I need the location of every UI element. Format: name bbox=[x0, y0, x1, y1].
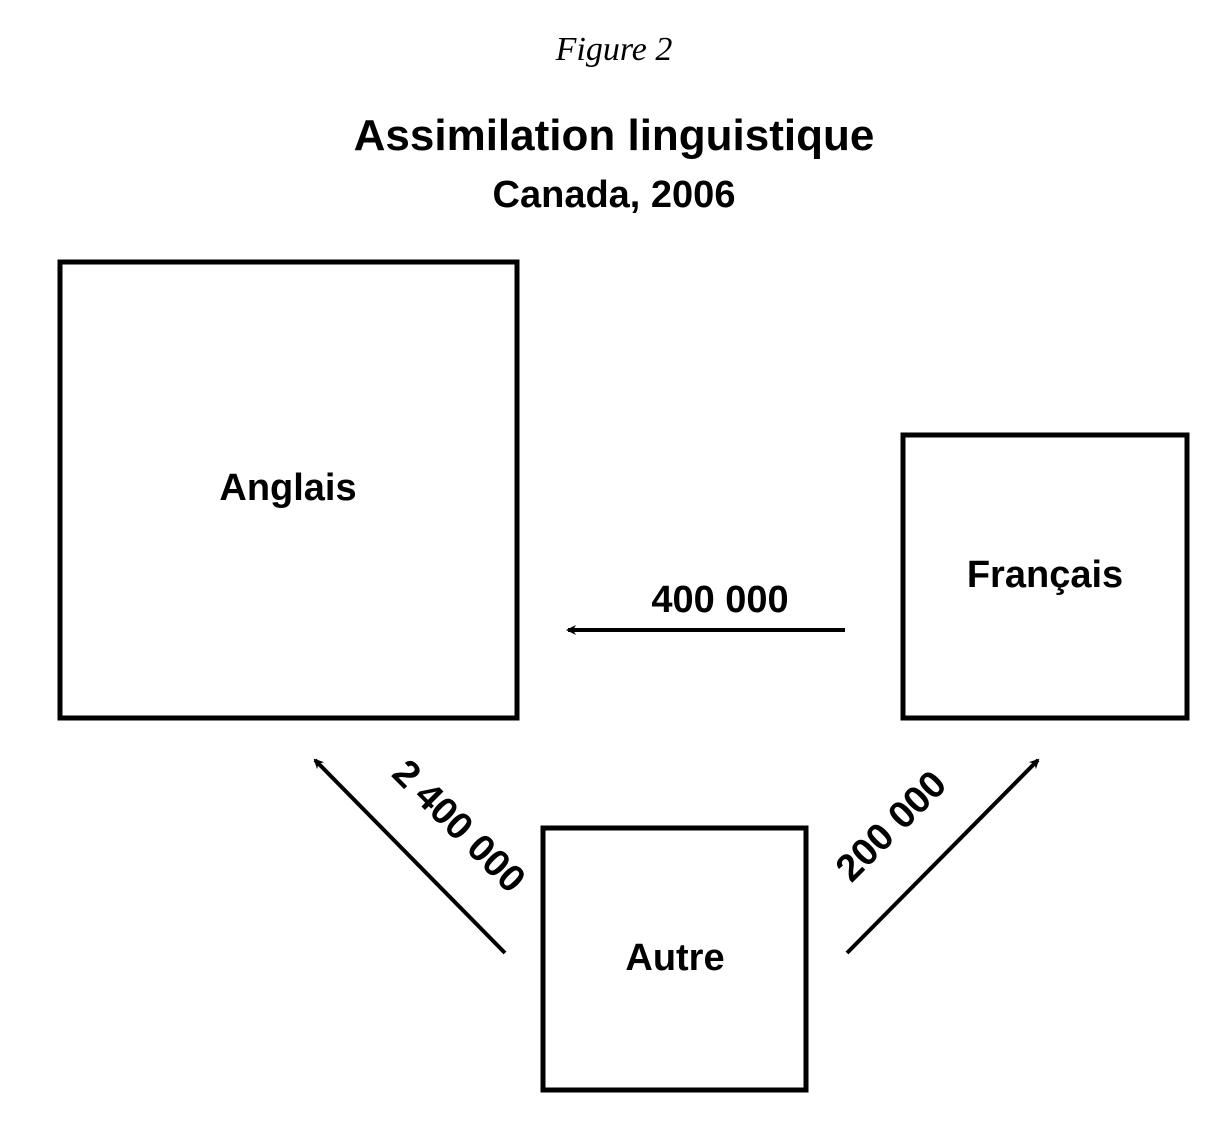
diagram-title: Assimilation linguistique bbox=[354, 111, 875, 160]
arrow-up-right-icon bbox=[845, 758, 1040, 955]
figure-label: Figure 2 bbox=[555, 31, 673, 68]
flow-label-200000: 200 000 bbox=[828, 763, 955, 890]
node-anglais: Anglais bbox=[57, 259, 520, 721]
node-autre: Autre bbox=[540, 825, 809, 1093]
node-francais: Français bbox=[900, 432, 1190, 721]
diagram-subtitle: Canada, 2006 bbox=[493, 174, 736, 216]
anglais-box bbox=[57, 259, 520, 721]
flow-francais-to-anglais: 400 000 bbox=[566, 579, 845, 635]
autre-box bbox=[540, 825, 809, 1093]
flow-autre-to-francais: 200 000 bbox=[828, 758, 1040, 955]
francais-label: Français bbox=[967, 554, 1123, 596]
anglais-label: Anglais bbox=[219, 467, 356, 509]
autre-label: Autre bbox=[625, 937, 724, 979]
arrow-up-left-icon bbox=[313, 758, 507, 955]
flow-autre-to-anglais: 2 400 000 bbox=[313, 752, 533, 955]
flow-label-2400000: 2 400 000 bbox=[384, 752, 533, 901]
francais-box bbox=[900, 432, 1190, 721]
flow-label-400000: 400 000 bbox=[651, 579, 788, 621]
